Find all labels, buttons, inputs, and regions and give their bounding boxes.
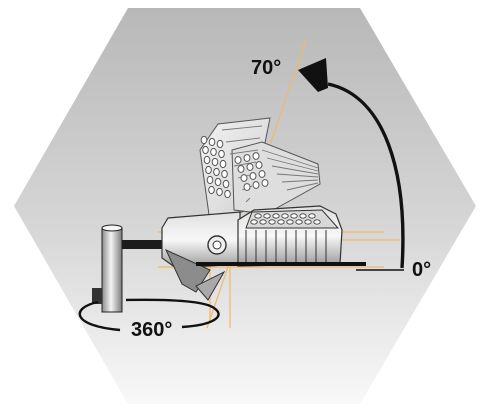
- led-dot: [222, 179, 230, 189]
- tilt-arrow: [298, 58, 405, 271]
- led-dot: [211, 157, 219, 167]
- led-dot: [243, 154, 251, 162]
- led-dot: [277, 219, 285, 225]
- led-dot: [249, 172, 257, 180]
- fixture-body: [161, 205, 366, 301]
- led-dot: [259, 219, 267, 225]
- led-dot: [214, 177, 222, 187]
- tilted-fin: [271, 165, 319, 175]
- led-dot: [213, 167, 220, 177]
- led-dot: [252, 152, 260, 160]
- led-dot: [308, 213, 316, 219]
- led-dot: [206, 175, 214, 185]
- mount-pole: [92, 224, 170, 313]
- led-dot: [205, 165, 212, 175]
- tilted-fin: [233, 161, 257, 167]
- led-dot: [246, 163, 254, 171]
- led-dot: [216, 187, 223, 197]
- tilted-fin: [229, 149, 259, 155]
- rotation-ellipse: [78, 298, 220, 332]
- led-dot: [290, 213, 298, 219]
- led-dot: [219, 159, 227, 169]
- led-dot: [237, 165, 245, 173]
- led-dot: [243, 183, 251, 191]
- led-dot: [224, 189, 231, 199]
- led-dot: [234, 156, 242, 164]
- tilt-min-label: 0°: [412, 259, 431, 281]
- led-dot: [218, 149, 225, 159]
- tilted-fin: [221, 125, 263, 131]
- tilted-fin: [245, 197, 251, 203]
- led-dot: [313, 219, 321, 225]
- led-dot: [295, 219, 303, 225]
- led-dot: [286, 219, 294, 225]
- led-dot: [252, 181, 260, 189]
- led-dot: [254, 213, 262, 219]
- tilted-fin: [281, 179, 319, 183]
- led-dot: [268, 219, 276, 225]
- led-dot: [250, 219, 258, 225]
- tilted-fin: [286, 182, 319, 191]
- led-dot: [304, 219, 312, 225]
- led-dot: [208, 185, 215, 195]
- led-dot: [261, 179, 269, 187]
- tilted-fin: [266, 157, 319, 172]
- led-dot: [281, 213, 289, 219]
- led-dot: [221, 169, 228, 179]
- led-dot: [240, 174, 248, 182]
- tilted-fin: [225, 137, 261, 143]
- tilted-head: [199, 117, 321, 223]
- tilted-fin: [276, 173, 319, 178]
- led-dot: [299, 213, 307, 219]
- tilt-max-label: 70°: [251, 57, 281, 79]
- led-dot: [208, 137, 216, 147]
- led-dot: [216, 139, 224, 149]
- led-dot: [255, 161, 263, 169]
- led-dot: [272, 213, 280, 219]
- rotation-label: 360°: [131, 319, 172, 341]
- led-dot: [210, 147, 217, 157]
- tilted-fin: [261, 149, 319, 169]
- led-dot: [202, 145, 209, 155]
- led-dot: [258, 170, 266, 178]
- led-dot: [263, 213, 271, 219]
- led-dot: [203, 155, 211, 165]
- led-dot: [200, 135, 208, 145]
